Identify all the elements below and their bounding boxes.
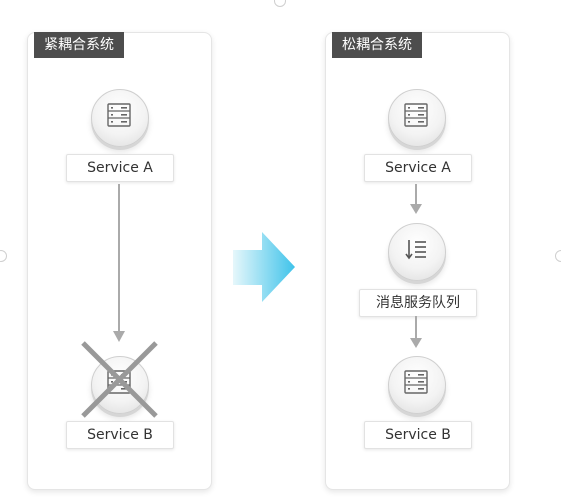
service-a-label: Service A xyxy=(66,154,174,182)
service-b-label: Service B xyxy=(364,421,472,449)
panel-title: 紧耦合系统 xyxy=(34,32,124,58)
edge-dot xyxy=(274,0,286,7)
tight-coupling-panel: 紧耦合系统 Service A Service B xyxy=(27,32,212,490)
arrow-right-icon xyxy=(233,232,295,302)
list-icon xyxy=(405,240,426,260)
edge-dot xyxy=(0,250,7,262)
server-icon xyxy=(107,103,131,127)
panel-title: 松耦合系统 xyxy=(332,32,422,58)
loose-coupling-panel: 松耦合系统 Service A 消息服务队列 xyxy=(325,32,510,490)
edge-dot xyxy=(555,250,561,262)
service-b-node xyxy=(388,356,446,414)
service-a-node xyxy=(91,89,149,147)
server-icon xyxy=(107,370,131,394)
service-a-node xyxy=(388,89,446,147)
service-b-label: Service B xyxy=(66,421,174,449)
service-a-label: Service A xyxy=(364,154,472,182)
message-queue-node xyxy=(388,223,446,281)
server-icon xyxy=(404,370,428,394)
server-icon xyxy=(404,103,428,127)
service-b-node xyxy=(91,356,149,414)
message-queue-label: 消息服务队列 xyxy=(359,289,477,317)
